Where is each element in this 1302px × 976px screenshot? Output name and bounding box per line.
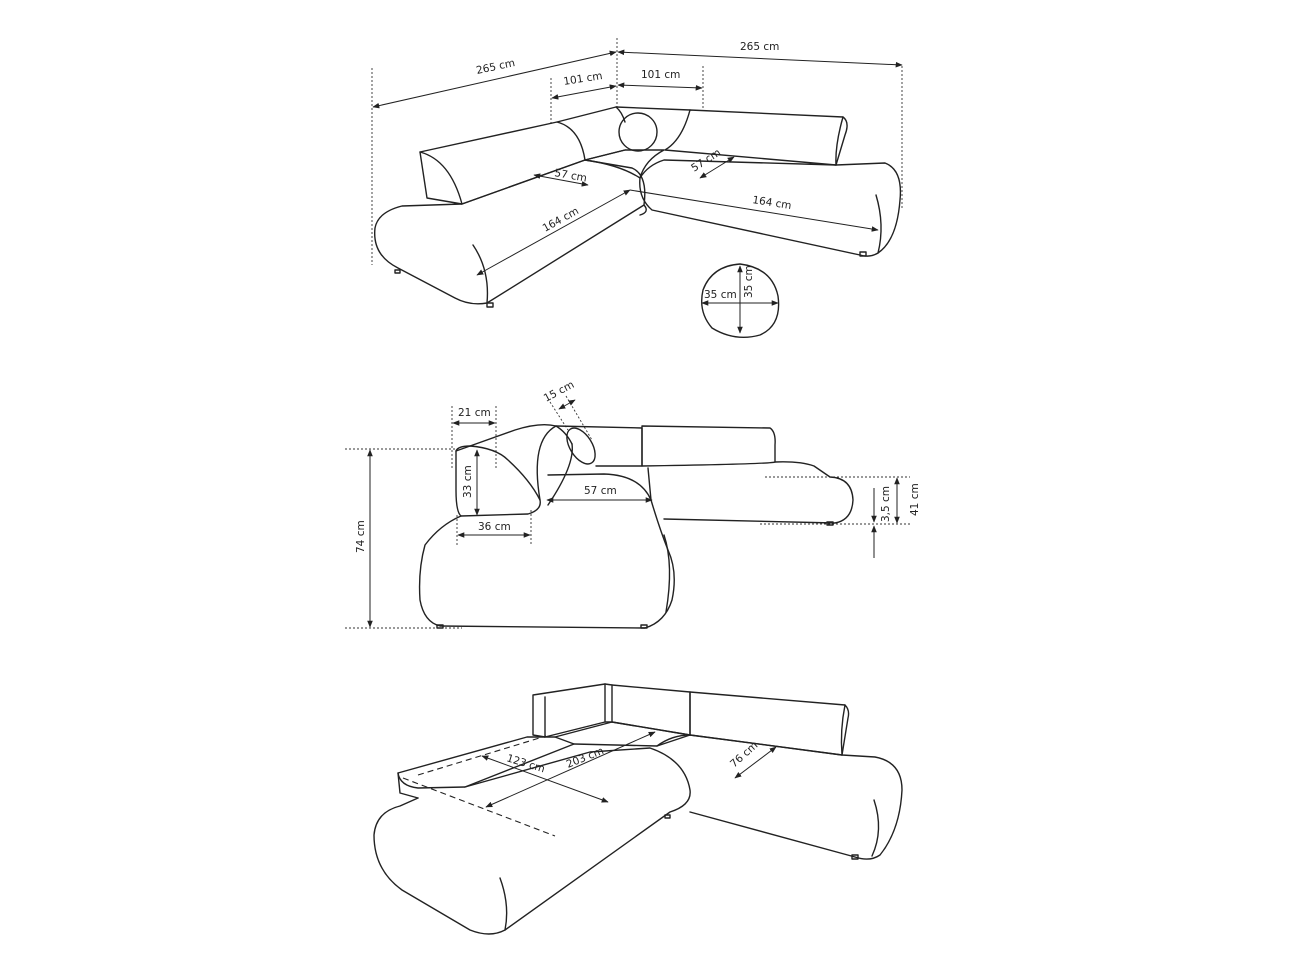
dim-armrest-width: 36 cm	[478, 521, 511, 533]
dim-overall-right: 265 cm	[740, 41, 779, 53]
dim-headrest-depth: 21 cm	[458, 407, 491, 419]
dim-seat-depth: 57 cm	[584, 485, 617, 497]
dim-pillow-thickness: 15 cm	[542, 379, 577, 405]
bed-mode-view: 123 cm 203 cm 76 cm	[373, 683, 903, 935]
dim-total-height: 74 cm	[355, 520, 367, 553]
dim-corner-left: 101 cm	[563, 70, 604, 88]
side-view: 74 cm 21 cm 33 cm 36 cm 15 cm 57 cm 41 c…	[345, 379, 921, 629]
dim-pillow-width: 35 cm	[704, 289, 737, 301]
dim-overall-left: 265 cm	[475, 57, 516, 77]
dim-leg-height: 3,5 cm	[880, 486, 892, 522]
dim-seat-length-right: 164 cm	[752, 194, 793, 212]
dim-bed-length: 203 cm	[565, 745, 606, 771]
dim-chaise-depth: 76 cm	[728, 739, 760, 770]
dim-seat-height: 41 cm	[909, 483, 921, 516]
top-perspective-view: 265 cm 265 cm 101 cm 101 cm 57 cm 57 cm …	[371, 38, 903, 308]
dim-seat-depth-right: 57 cm	[689, 147, 723, 175]
dim-corner-right: 101 cm	[641, 69, 680, 81]
dim-headrest-height: 33 cm	[462, 465, 474, 498]
dim-seat-length-left: 164 cm	[541, 205, 581, 235]
dim-pillow-height: 35 cm	[743, 265, 755, 298]
pillow-view: 35 cm 35 cm	[700, 263, 780, 338]
dim-seat-depth-left: 57 cm	[553, 167, 587, 184]
